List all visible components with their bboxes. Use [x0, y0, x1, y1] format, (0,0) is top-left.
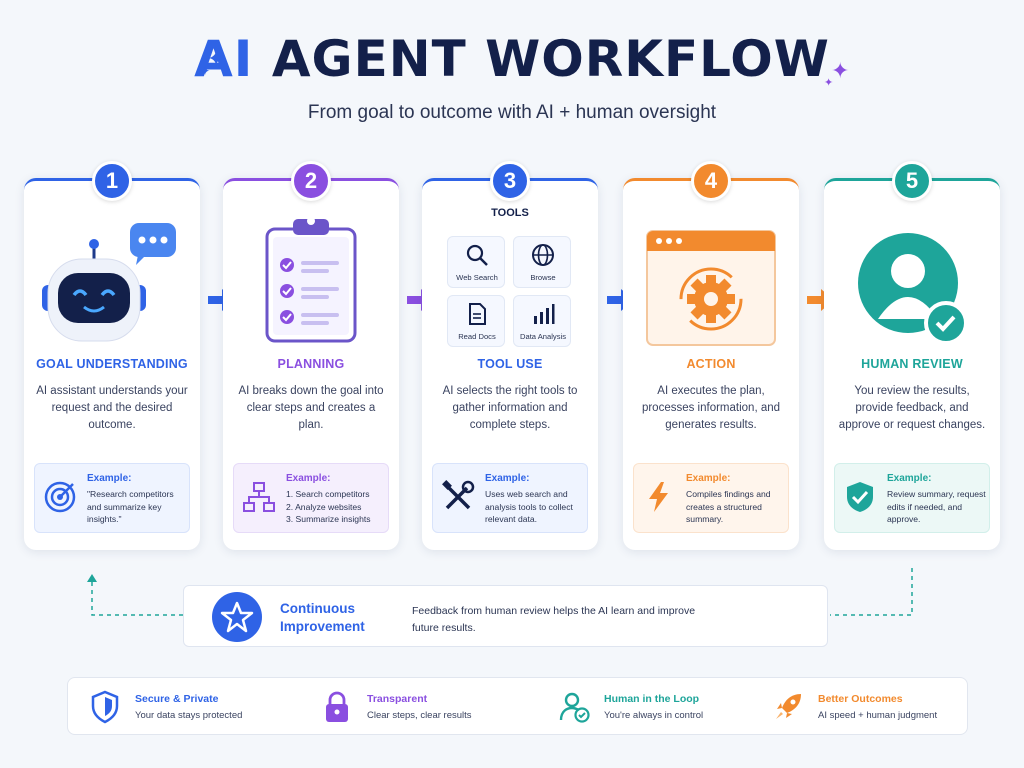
example-box: Example: "Research competitors and summa…	[34, 463, 190, 533]
tool-label: Read Docs	[458, 332, 496, 341]
example-text: Compiles findings and creates a structur…	[686, 489, 771, 524]
robot-icon	[42, 223, 176, 342]
feature-title: Better Outcomes	[818, 693, 903, 705]
shield-icon	[91, 690, 119, 724]
continuous-improvement-text: Feedback from human review helps the AI …	[412, 605, 696, 634]
feature-text: Your data stays protected	[135, 710, 243, 721]
header: AI AGENT WORKFLOW From goal to outcome w…	[0, 30, 1024, 124]
example-box: Example: Review summary, request edits i…	[834, 463, 990, 533]
tools-icon	[442, 480, 475, 510]
step-card-goal-understanding: 1 GOAL UNDERSTANDING AI assistant unders…	[24, 161, 200, 550]
lightning-icon	[649, 482, 668, 512]
example-label: Example:	[485, 473, 530, 484]
example-text: Review summary, request edits if needed,…	[887, 489, 986, 524]
features-bar: Secure & Private Your data stays protect…	[67, 677, 968, 735]
feature-title: Human in the Loop	[604, 693, 700, 705]
step-card-human-review: 5 HUMAN REVIEW You review the results, p…	[824, 161, 1000, 550]
user-check-icon	[559, 692, 590, 723]
tool-label: Data Analysis	[519, 332, 566, 341]
magnifier-icon	[466, 244, 488, 266]
lock-icon	[326, 691, 348, 722]
step-description: AI assistant understands your request an…	[36, 385, 188, 431]
title-rest: AGENT WORKFLOW	[271, 30, 830, 88]
bar-chart-icon	[534, 304, 555, 324]
tool-data-analysis: Data Analysis	[513, 295, 571, 347]
user-check-icon	[858, 233, 968, 345]
hierarchy-icon	[243, 482, 275, 512]
feature-text: Clear steps, clear results	[367, 710, 472, 721]
step-number-badge: 2	[291, 161, 331, 201]
example-label: Example:	[286, 473, 331, 484]
step-card-action: 4 ACTION AI executes the plan, processes…	[623, 161, 799, 550]
step-description: You review the results, provide feedback…	[838, 385, 986, 431]
continuous-improvement-title: Continuous Improvement	[280, 601, 365, 634]
feature-title: Secure & Private	[135, 693, 219, 705]
sparkle-icon: ✦	[831, 58, 850, 83]
feature-text: AI speed + human judgment	[818, 710, 938, 721]
feature-text: You're always in control	[604, 710, 704, 721]
step-title: ACTION	[686, 357, 736, 371]
tool-read-docs: Read Docs	[447, 295, 505, 347]
step-number-badge: 1	[92, 161, 132, 201]
example-text: 1. Search competitors 2. Analyze website…	[286, 489, 371, 524]
feedback-loop-connector	[87, 568, 913, 616]
workflow-steps: 1 GOAL UNDERSTANDING AI assistant unders…	[24, 160, 1000, 550]
tool-web-search: Web Search	[447, 236, 505, 288]
example-label: Example:	[887, 473, 932, 484]
document-icon	[469, 303, 486, 325]
feature-secure-private: Secure & Private Your data stays protect…	[68, 678, 288, 736]
step-title: GOAL UNDERSTANDING	[36, 357, 188, 371]
tools-heading: TOOLS	[491, 207, 529, 219]
example-label: Example:	[87, 473, 132, 484]
rocket-icon	[776, 694, 801, 719]
step-number-badge: 3	[490, 161, 530, 201]
step-title: HUMAN REVIEW	[861, 357, 963, 371]
tool-browse: Browse	[513, 236, 571, 288]
feature-human-in-loop: Human in the Loop You're always in contr…	[537, 678, 757, 736]
gear-window-icon	[646, 230, 776, 346]
page-subtitle: From goal to outcome with AI + human ove…	[307, 102, 717, 123]
sparkle-icon: ✦	[824, 77, 834, 89]
tool-label: Web Search	[456, 273, 498, 282]
feature-title: Transparent	[367, 693, 428, 705]
example-box: Example: 1. Search competitors 2. Analyz…	[233, 463, 389, 533]
example-box: Example: Compiles findings and creates a…	[633, 463, 789, 533]
example-box: Example: Uses web search and analysis to…	[432, 463, 588, 533]
page-title: AI AGENT WORKFLOW	[0, 30, 1024, 88]
step-title: TOOL USE	[477, 357, 543, 371]
shield-check-icon	[847, 482, 873, 512]
continuous-improvement-box: Continuous Improvement Feedback from hum…	[183, 585, 828, 647]
globe-icon	[532, 244, 554, 266]
example-text: "Research competitors and summarize key …	[87, 489, 174, 524]
step-title: PLANNING	[277, 357, 345, 371]
step-description: AI selects the right tools to gather inf…	[442, 385, 578, 431]
star-icon	[212, 592, 262, 642]
target-icon	[44, 481, 76, 513]
example-text: Uses web search and analysis tools to co…	[485, 489, 573, 524]
step-card-planning: 2 PLANNING AI breaks down the goal into …	[223, 161, 399, 550]
example-label: Example:	[686, 473, 731, 484]
sparkle-icon: ✦	[207, 46, 226, 71]
step-number-badge: 5	[892, 161, 932, 201]
feature-transparent: Transparent Clear steps, clear results	[300, 678, 520, 736]
step-number-badge: 4	[691, 161, 731, 201]
clipboard-icon	[265, 217, 357, 343]
step-description: AI executes the plan, processes informat…	[641, 385, 781, 431]
tool-label: Browse	[530, 273, 556, 282]
step-description: AI breaks down the goal into clear steps…	[238, 385, 384, 431]
title-ai: AI	[194, 30, 254, 88]
sparkle-icon: ✦	[200, 64, 211, 78]
step-card-tool-use: 3 TOOLS Web Search Browse Read Docs	[422, 161, 598, 550]
feature-better-outcomes: Better Outcomes AI speed + human judgmen…	[751, 678, 971, 736]
